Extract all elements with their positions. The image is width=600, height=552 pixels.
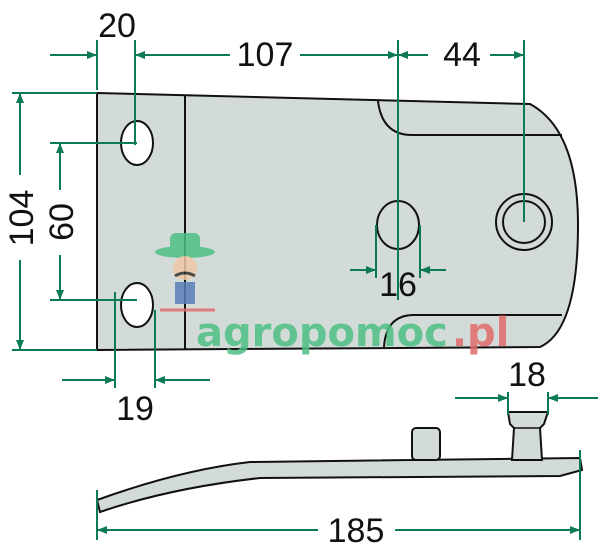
dim-label-185: 185 [328, 512, 385, 550]
watermark-text: agropomoc.pl [196, 310, 509, 356]
dimension-lines [12, 40, 598, 540]
dim-label-19: 19 [116, 390, 154, 428]
dim-label-20: 20 [98, 7, 136, 45]
dim-label-104: 104 [3, 190, 41, 247]
watermark-brand: agropomoc [196, 310, 448, 356]
dim-label-16: 16 [379, 266, 417, 304]
plate-top-view [96, 91, 580, 352]
dim-label-60: 60 [43, 203, 81, 241]
watermark-logo: agropomoc.pl [155, 233, 509, 356]
watermark-tld: .pl [452, 310, 510, 356]
dim-label-44: 44 [443, 36, 481, 74]
dim-label-107: 107 [237, 36, 294, 74]
plate-side-view [95, 411, 584, 514]
hole-bottom-left [120, 282, 154, 328]
dim-label-18: 18 [508, 356, 546, 394]
